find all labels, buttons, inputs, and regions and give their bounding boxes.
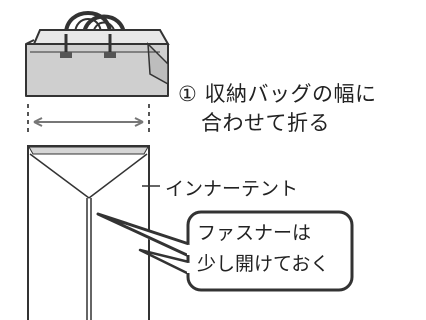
width-guide [27,104,150,134]
inner-tent-label: インナーテント [165,178,299,200]
callout-bubble [96,210,354,292]
step-instruction-line1: ① 収納バッグの幅に [178,82,377,106]
callout-line1: ファスナーは [197,222,312,244]
folded-inner-tent [27,145,150,320]
step-instruction: ① 収納バッグの幅に 合わせて折る [178,80,377,138]
callout-line2: 少し開けておく [197,253,330,275]
storage-bag-illustration [25,11,170,97]
callout-text: ファスナーは 少し開けておく [197,218,329,280]
step-instruction-line2: 合わせて折る [201,111,330,135]
